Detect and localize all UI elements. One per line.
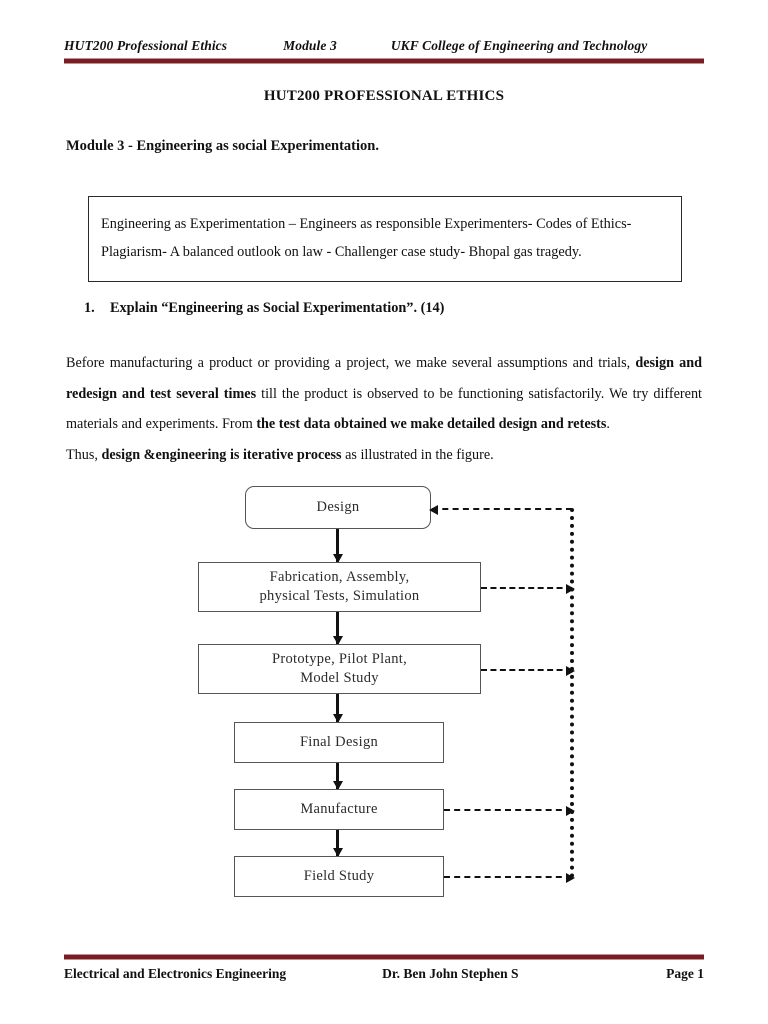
flow-dash-field-study-to-bus bbox=[444, 873, 575, 883]
flow-arrow-manufacture-to-field-study bbox=[336, 830, 339, 856]
flow-dash-prototype-to-bus bbox=[481, 666, 575, 676]
p1-seg-e: . bbox=[606, 416, 610, 433]
paragraph-1: Before manufacturing a product or provid… bbox=[66, 348, 702, 440]
iterative-design-flowchart: Design Fabrication, Assembly, physical T… bbox=[0, 478, 768, 898]
answer-body: Before manufacturing a product or provid… bbox=[66, 348, 702, 471]
flow-node-prototype-label-line2: Model Study bbox=[300, 670, 379, 686]
page-title: HUT200 PROFESSIONAL ETHICS bbox=[263, 88, 505, 104]
flow-node-fabrication-label-line2: physical Tests, Simulation bbox=[259, 588, 420, 604]
flow-node-final-design-label: Final Design bbox=[299, 734, 379, 751]
p2-seg-a: Thus, bbox=[66, 447, 102, 464]
flow-dash-manufacture-to-bus bbox=[444, 806, 575, 816]
question-number: 1. bbox=[84, 300, 95, 316]
page-header: HUT200 Professional Ethics Module 3 UKF … bbox=[64, 38, 704, 64]
header-course: HUT200 Professional Ethics bbox=[64, 38, 228, 53]
flow-arrow-prototype-to-final-design bbox=[336, 694, 339, 722]
footer-divider-rule bbox=[64, 954, 704, 960]
flow-dash-fabrication-to-bus bbox=[481, 584, 575, 594]
flow-node-design-label: Design bbox=[316, 499, 360, 516]
header-college: UKF College of Engineering and Technolog… bbox=[390, 38, 648, 53]
question-text: Explain “Engineering as Social Experimen… bbox=[110, 300, 445, 316]
footer-author: Dr. Ben John Stephen S bbox=[382, 966, 519, 981]
flow-node-prototype-label: Prototype, Pilot Plant, Model Study bbox=[272, 650, 407, 687]
flow-node-final-design: Final Design bbox=[234, 722, 444, 763]
flow-arrow-design-to-fabrication bbox=[336, 529, 339, 562]
footer-row: Electrical and Electronics Engineering D… bbox=[64, 966, 704, 982]
flow-node-fabrication: Fabrication, Assembly, physical Tests, S… bbox=[198, 562, 481, 612]
flow-arrow-final-design-to-manufacture bbox=[336, 763, 339, 789]
flow-node-field-study-label: Field Study bbox=[303, 868, 375, 885]
page-footer: Electrical and Electronics Engineering D… bbox=[64, 950, 704, 982]
header-row: HUT200 Professional Ethics Module 3 UKF … bbox=[64, 38, 704, 54]
flow-node-fabrication-label-line1: Fabrication, Assembly, bbox=[269, 569, 410, 586]
module-heading: Module 3 - Engineering as social Experim… bbox=[66, 138, 379, 154]
flow-dash-bus-to-design bbox=[429, 505, 572, 515]
flow-node-field-study: Field Study bbox=[234, 856, 444, 897]
flow-feedback-bus bbox=[570, 508, 574, 878]
flow-node-manufacture-label: Manufacture bbox=[300, 801, 378, 818]
flow-node-fabrication-label: Fabrication, Assembly, physical Tests, S… bbox=[260, 568, 420, 605]
p2-seg-c: as illustrated in the figure. bbox=[341, 447, 494, 464]
p1-seg-d-bold: the test data obtained we make detailed … bbox=[256, 416, 607, 433]
footer-page-number: Page 1 bbox=[666, 966, 704, 981]
flow-node-prototype-label-line1: Prototype, Pilot Plant, bbox=[272, 651, 407, 668]
flow-arrow-fabrication-to-prototype bbox=[336, 612, 339, 644]
syllabus-box: Engineering as Experimentation – Enginee… bbox=[88, 196, 682, 282]
question-1: 1. Explain “Engineering as Social Experi… bbox=[84, 300, 444, 317]
header-module: Module 3 bbox=[283, 38, 337, 53]
flow-node-manufacture: Manufacture bbox=[234, 789, 444, 830]
p1-seg-b-bold: design and redesign and test several tim… bbox=[66, 355, 702, 402]
syllabus-line-2: Plagiarism- A balanced outlook on law - … bbox=[101, 243, 582, 260]
syllabus-line-1: Engineering as Experimentation – Enginee… bbox=[101, 216, 632, 232]
p1-seg-c: till the product is observed to be funct… bbox=[66, 385, 702, 433]
flow-node-prototype: Prototype, Pilot Plant, Model Study bbox=[198, 644, 481, 694]
header-divider-rule bbox=[64, 58, 704, 64]
footer-department: Electrical and Electronics Engineering bbox=[64, 966, 287, 981]
paragraph-2: Thus, design &engineering is iterative p… bbox=[66, 440, 702, 471]
p2-seg-b-bold: design &engineering is iterative process bbox=[101, 447, 342, 464]
flow-node-design: Design bbox=[245, 486, 431, 529]
p1-seg-a: Before manufacturing a product or provid… bbox=[66, 355, 636, 371]
